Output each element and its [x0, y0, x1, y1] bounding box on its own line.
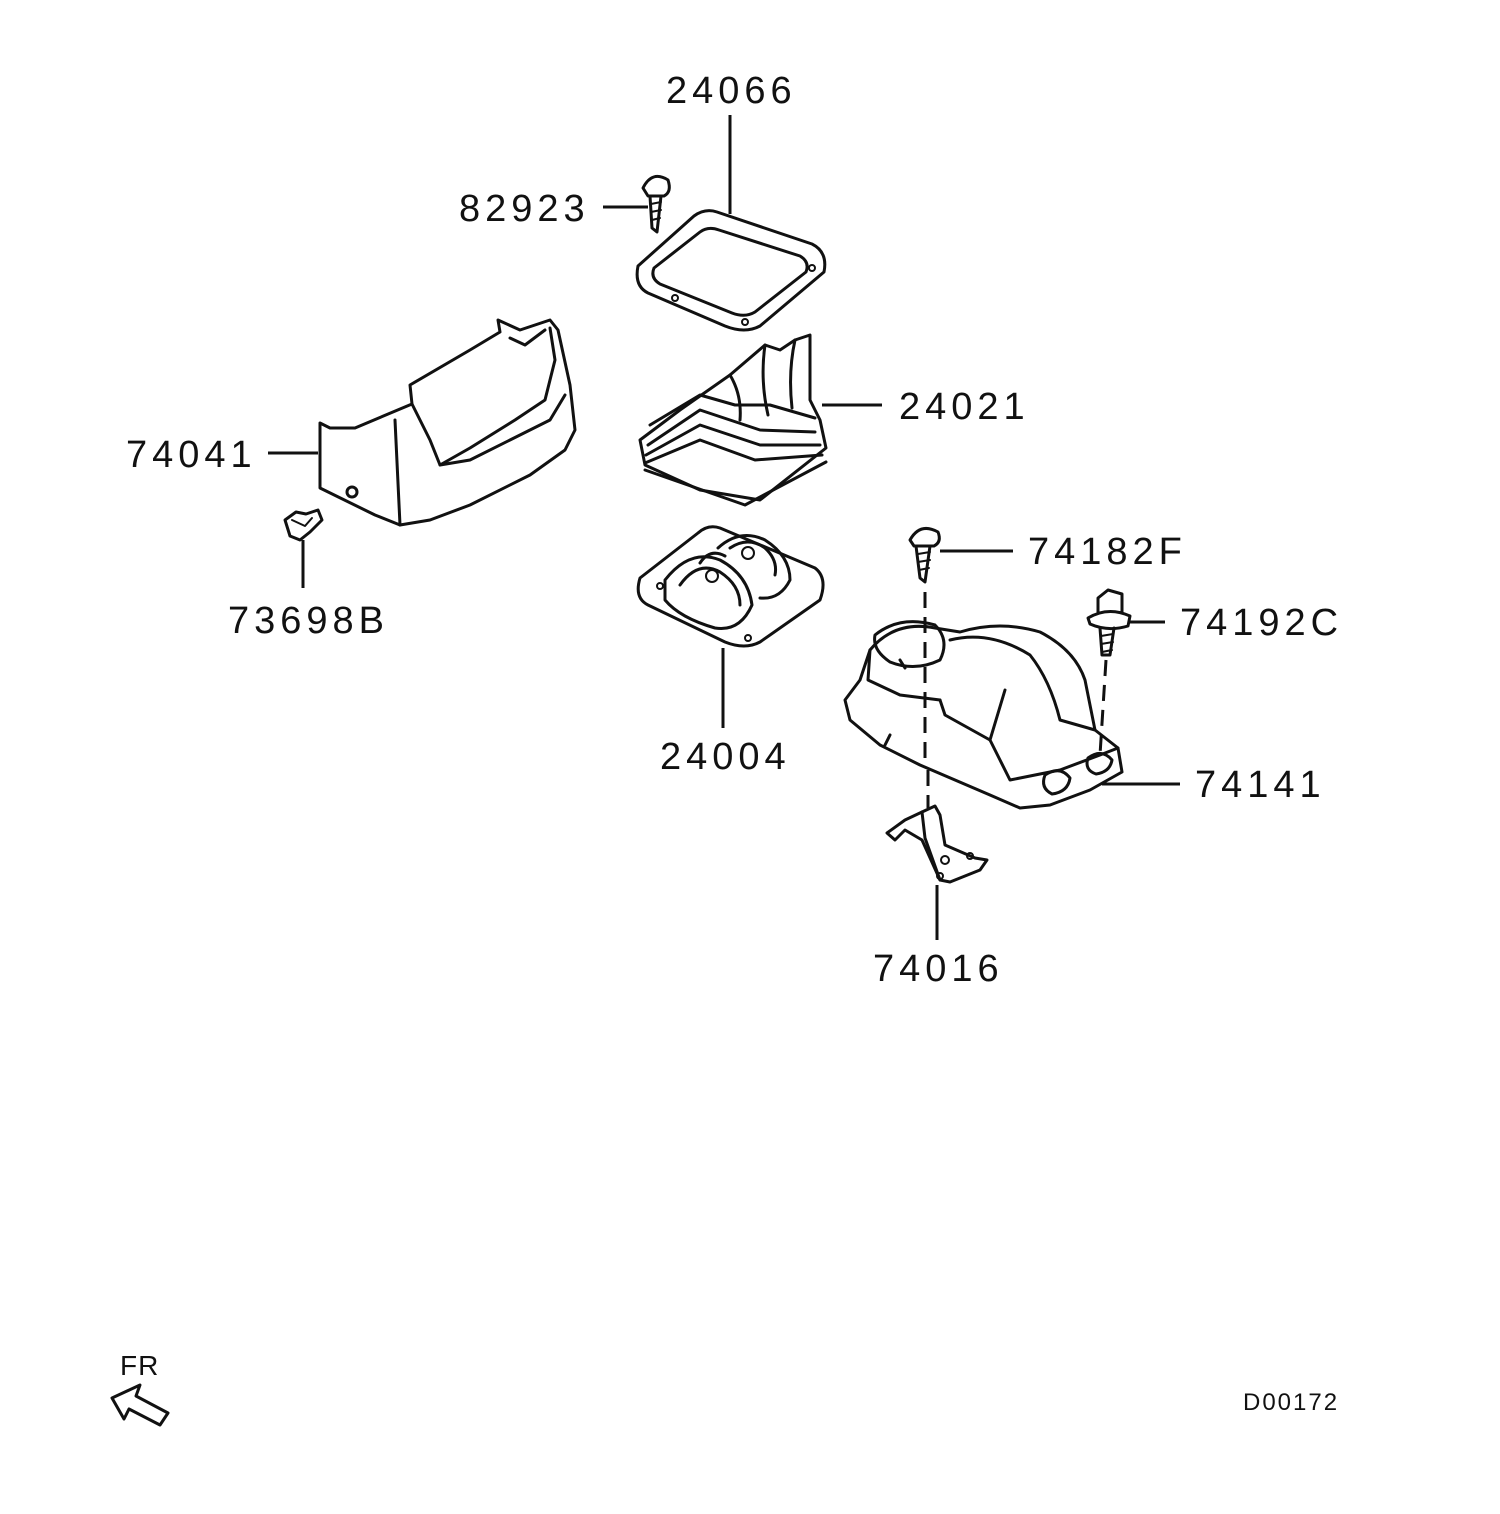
part-number-24004: 24004: [660, 736, 791, 778]
part-number-74192C: 74192C: [1180, 602, 1344, 644]
part-number-74141: 74141: [1195, 764, 1326, 806]
tapping-screw-82923: [641, 174, 671, 234]
part-number-73698B: 73698B: [228, 600, 390, 642]
leader-lines: [268, 115, 1180, 940]
part-number-24021: 24021: [899, 386, 1030, 428]
part-number-74182F: 74182F: [1028, 531, 1187, 573]
tapping-screw-74182F: [908, 526, 941, 584]
console-panel-74041: [318, 318, 577, 527]
front-direction-label: FR: [120, 1350, 160, 1381]
inner-boot-24004: [636, 525, 825, 648]
front-direction-arrow-icon: [110, 1383, 170, 1427]
panel-clip-73698B: [283, 508, 324, 542]
drawing-code: D00172: [1243, 1389, 1340, 1416]
shift-bezel-frame-24066: [635, 209, 827, 332]
part-number-82923: 82923: [459, 188, 590, 230]
part-number-24066: 24066: [666, 70, 797, 112]
console-bracket-74141: [843, 620, 1124, 810]
bolt-74192C: [1086, 588, 1132, 657]
stay-bracket-74016: [885, 804, 989, 884]
part-number-74041: 74041: [126, 434, 257, 476]
shift-lever-boot-24021: [638, 333, 828, 507]
part-number-74016: 74016: [873, 948, 1004, 990]
